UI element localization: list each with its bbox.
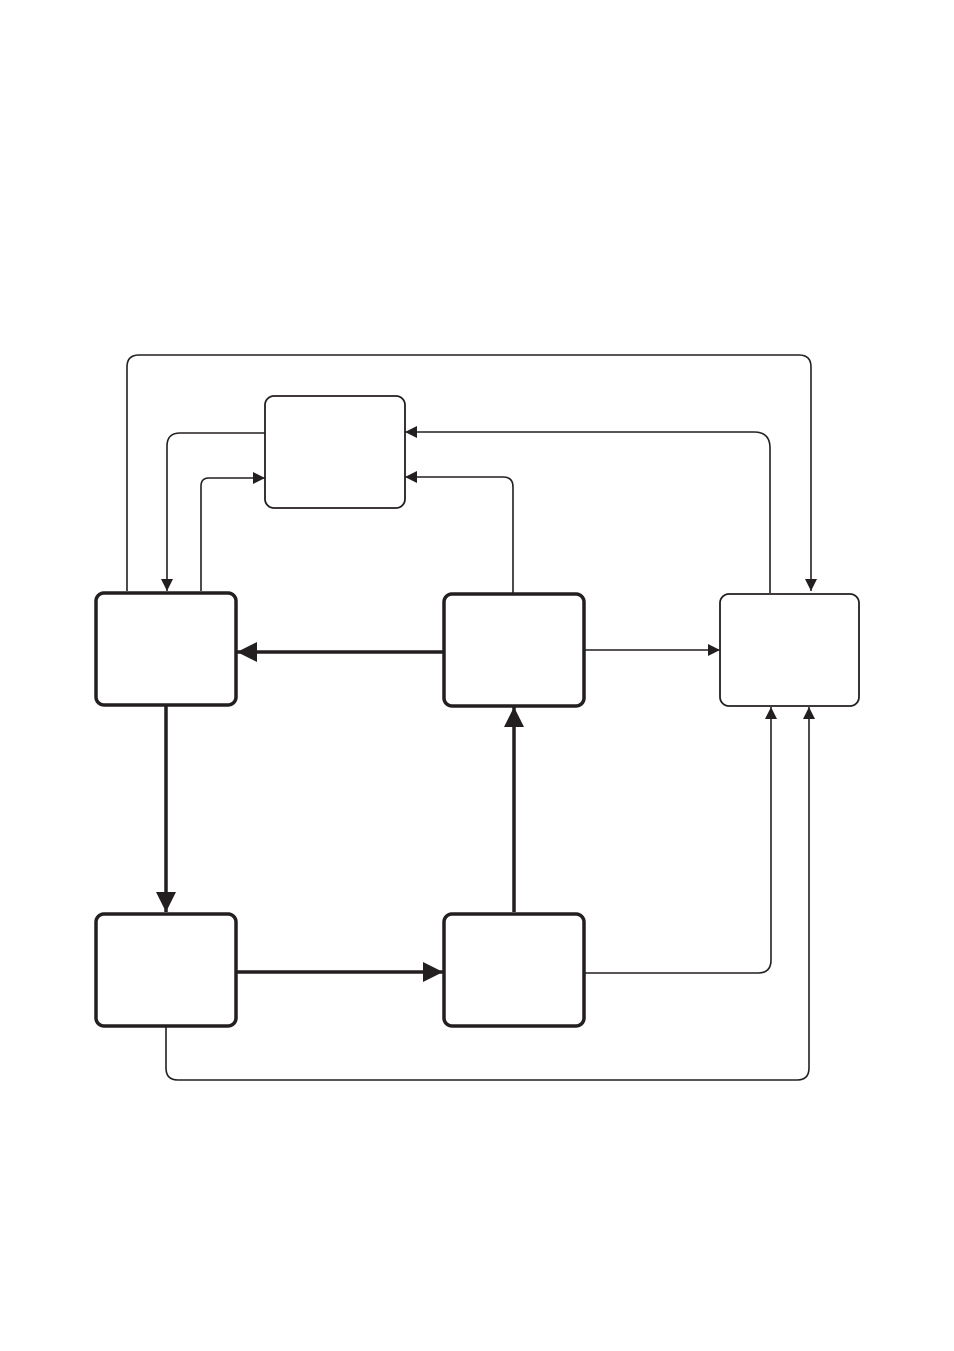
node-top-box — [264, 395, 406, 509]
edge-top-to-left — [161, 432, 265, 591]
edge-bottom-center-to-right — [585, 707, 777, 974]
node-center-box — [442, 592, 586, 708]
edge-bottom-left-to-right-outer — [165, 707, 815, 1081]
node-left-box — [94, 591, 238, 707]
nodes — [94, 395, 860, 1028]
edge-right-to-top — [405, 426, 771, 593]
edge-center-to-top — [405, 471, 514, 593]
edges — [126, 354, 817, 1081]
node-bottom-center-box — [442, 912, 586, 1028]
node-right-box — [719, 593, 860, 707]
node-bottom-left-box — [94, 912, 238, 1028]
edge-left-to-top — [200, 472, 265, 591]
edge-left-to-right-outer — [126, 354, 817, 591]
